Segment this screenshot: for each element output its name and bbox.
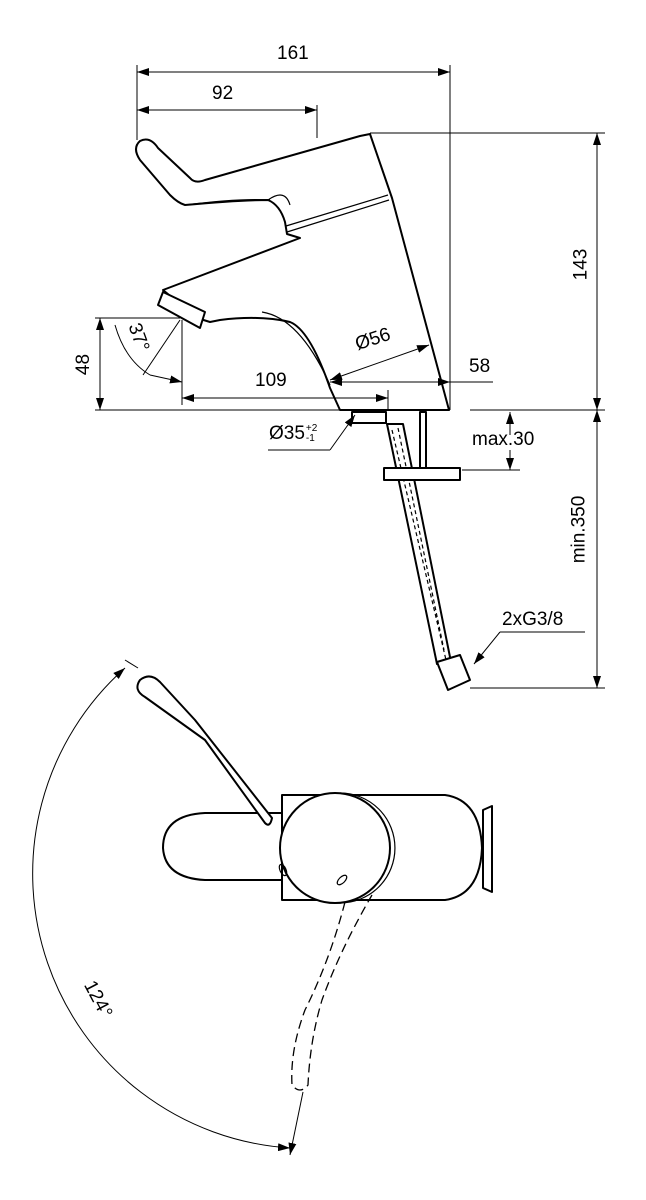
hole-diameter-value: Ø35 — [269, 423, 305, 444]
dim-overall-length: 161 — [277, 43, 309, 64]
dim-max-deck: max.30 — [472, 429, 535, 450]
hole-tolerance: +2-1 — [306, 424, 317, 444]
dim-hole-diameter: Ø35+2-1 — [269, 424, 317, 444]
tol-minus: -1 — [305, 433, 315, 444]
dim-height: 143 — [570, 248, 592, 281]
dimension-lines — [95, 65, 605, 689]
tol-plus: +2 — [305, 423, 318, 434]
faucet-top-view — [32, 659, 493, 1156]
dim-spout-height: 48 — [73, 353, 95, 376]
dim-connection: 2xG3/8 — [502, 609, 564, 630]
faucet-side-view — [135, 133, 471, 691]
dim-lever-length: 92 — [212, 83, 234, 104]
dim-min-hose: min.350 — [568, 495, 590, 564]
dim-base-offset: 58 — [469, 356, 491, 377]
dim-spout-reach: 109 — [255, 370, 287, 391]
